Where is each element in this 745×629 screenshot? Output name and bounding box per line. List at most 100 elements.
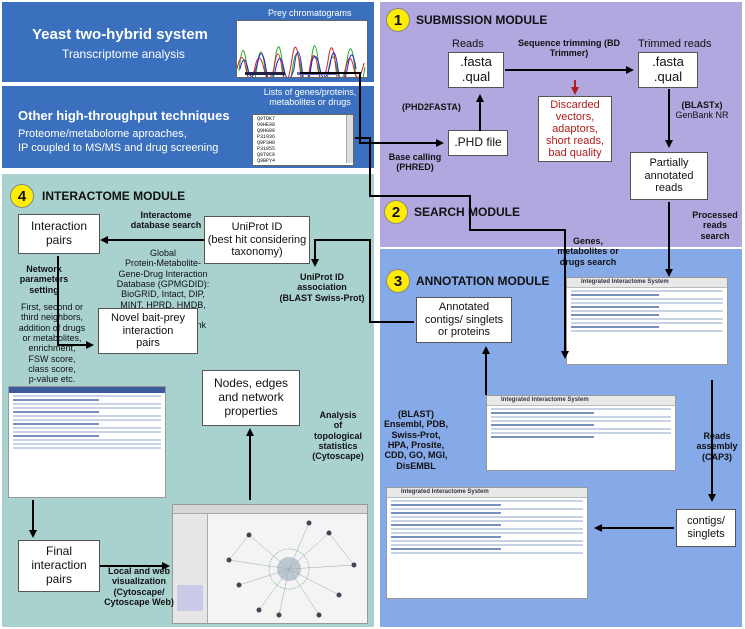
- network-params-line: parameters: [19, 274, 69, 285]
- uniprot-line: taxonomy): [231, 246, 283, 259]
- params-list-line: or metabolites,: [22, 333, 82, 344]
- id-item: P31955: [257, 146, 276, 152]
- params-list-line: p-value etc.: [28, 374, 76, 385]
- uniprot-assoc-line: UniProt ID: [300, 272, 344, 282]
- submission-panel: 1 SUBMISSION MODULE Reads .fasta .qual S…: [380, 2, 742, 247]
- blast-list-line: Ensembl, PDB,: [383, 419, 448, 430]
- reads-fasta: .fasta: [460, 54, 492, 70]
- blast-list-line: HPA, Prosite,: [387, 440, 445, 451]
- analysis-line: of: [333, 420, 343, 431]
- db-search-line: database search: [130, 220, 202, 231]
- discarded-box: Discarded vectors, adaptors, short reads…: [538, 96, 612, 162]
- discarded-line: vectors,: [555, 110, 595, 123]
- base-calling-label: Base calling (PHRED): [384, 152, 446, 173]
- visualization-line: Cytoscape Web): [104, 597, 174, 608]
- uniprot-assoc-label: UniProt ID association (BLAST Swiss-Prot…: [272, 272, 372, 303]
- id-item: O9HE98: [257, 122, 276, 128]
- novel-line: Novel bait-prey: [111, 312, 185, 325]
- discarded-line: Discarded: [550, 98, 600, 111]
- blast-list-line: DisEMBL: [396, 460, 436, 471]
- app-title: Integrated Interactome System: [387, 488, 587, 498]
- contigs-box: contigs/ singlets: [676, 509, 736, 547]
- partial-line: Partially: [649, 157, 689, 170]
- id-item: Q9HG80: [257, 128, 276, 134]
- contigs-line: contigs/: [687, 515, 725, 528]
- db-list-line: BioGRID, Intact, DIP,: [121, 289, 205, 300]
- blast-list: (BLAST) Ensembl, PDB, Swiss-Prot, HPA, P…: [382, 409, 450, 471]
- chromatogram-label: Prey chromatograms: [268, 8, 352, 18]
- genes-line: Genes,: [572, 236, 603, 246]
- genes-line: drugs search: [559, 256, 617, 267]
- blastx-label: (BLASTx) GenBank NR: [672, 100, 732, 121]
- id-item: Q9T0C0: [257, 152, 276, 158]
- final-line: interaction: [31, 558, 87, 573]
- annotated-line: contigs/ singlets: [424, 313, 504, 326]
- visualization-line: Local and web: [107, 566, 170, 576]
- cytoscape-screenshot: [172, 504, 368, 624]
- final-line: Final: [45, 544, 72, 559]
- interaction-pairs-box: Interaction pairs: [18, 214, 100, 254]
- blastx-title: (BLASTx): [681, 100, 723, 110]
- blastx-db: GenBank NR: [675, 110, 729, 121]
- interactome-panel: 4 INTERACTOME MODULE Interaction pairs I…: [2, 174, 374, 627]
- annotation-title: ANNOTATION MODULE: [416, 274, 550, 288]
- network-params-label: Network parameters setting: [12, 264, 76, 295]
- id-item: P31936: [257, 134, 276, 140]
- annotated-line: Annotated: [438, 301, 490, 314]
- nodes-box: Nodes, edges and network properties: [202, 370, 300, 426]
- id-item: Q9P3H8: [257, 140, 276, 146]
- nodes-line: and network: [218, 390, 284, 405]
- app-screenshot-results: Integrated Interactome System: [386, 487, 588, 599]
- partial-line: reads: [655, 182, 683, 195]
- reads-assembly-label: Reads assembly (CAP3): [696, 431, 738, 462]
- params-list-line: enrichment,: [28, 343, 76, 354]
- genes-search-label: Genes, metabolites or drugs search: [550, 236, 626, 267]
- reads-qual: .qual: [461, 69, 491, 84]
- db-list-line: Database (GPMGDID):: [116, 279, 210, 290]
- phd-file-text: .PHD file: [454, 135, 502, 150]
- interaction-pairs-line: Interaction: [30, 219, 88, 234]
- interactome-title: INTERACTOME MODULE: [42, 189, 186, 203]
- novel-line: pairs: [136, 337, 160, 350]
- blast-list-line: CDD, GO, MGI,: [384, 450, 448, 461]
- reads-label: Reads: [452, 38, 484, 50]
- nodes-line: properties: [224, 403, 278, 418]
- app-title: Integrated Interactome System: [487, 396, 675, 406]
- annotation-panel: 3 ANNOTATION MODULE Annotated contigs/ s…: [380, 249, 742, 627]
- reads-assembly-line: assembly: [696, 441, 738, 452]
- processed-line: reads: [702, 220, 728, 231]
- scrollbar[interactable]: [346, 115, 353, 163]
- final-line: pairs: [45, 571, 72, 586]
- reads-box: .fasta .qual: [448, 52, 504, 88]
- blast-list-line: (BLAST): [398, 409, 434, 419]
- uniprot-box: UniProt ID (best hit considering taxonom…: [204, 216, 310, 264]
- app-screenshot-annotation: Integrated Interactome System: [486, 395, 676, 471]
- db-list-line: Global: [149, 248, 176, 258]
- annotated-box: Annotated contigs/ singlets or proteins: [416, 297, 512, 343]
- y2h-panel: Yeast two-hybrid system Transcriptome an…: [2, 2, 374, 91]
- uniprot-assoc-line: association: [297, 282, 347, 293]
- base-calling-line: (PHRED): [396, 162, 434, 173]
- network-graph-icon: [226, 520, 357, 618]
- params-list-line: First, second or: [20, 302, 84, 312]
- db-search-label: Interactome database search: [126, 210, 206, 231]
- interaction-pairs-line: pairs: [45, 233, 72, 247]
- trimmed-box: .fasta .qual: [638, 52, 698, 88]
- params-list-line: addition of drugs: [18, 322, 86, 333]
- db-list-line: MINT, HPRD, HMDB,: [120, 299, 206, 310]
- y2h-title: Yeast two-hybrid system: [32, 26, 208, 43]
- analysis-line: Analysis: [319, 410, 357, 420]
- id-item: Q9BPY4: [257, 158, 276, 164]
- chromatogram-image: [236, 20, 368, 91]
- params-list-line: third neighbors,: [20, 312, 84, 323]
- search-title: SEARCH MODULE: [414, 205, 521, 219]
- y2h-subtitle: Transcriptome analysis: [62, 47, 185, 61]
- trimmed-label: Trimmed reads: [638, 38, 712, 50]
- reads-assembly-line: Reads: [703, 431, 731, 441]
- parameters-dialog-screenshot: [8, 386, 166, 498]
- discarded-line: adaptors,: [552, 122, 598, 135]
- discarded-line: bad quality: [548, 147, 602, 160]
- hts-panel: Other high-throughput techniques Proteom…: [2, 86, 374, 168]
- id-list-box: Q9TDK7 O9HE98 Q9HG80 P31936 Q9P3H8 P3195…: [252, 114, 354, 166]
